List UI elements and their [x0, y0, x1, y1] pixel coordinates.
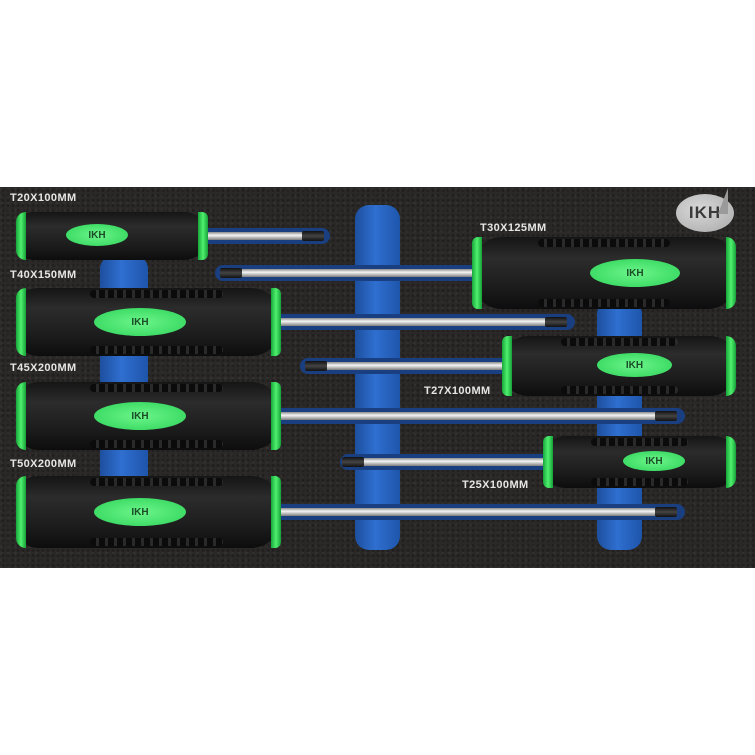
label-t40: T40X150MM [10, 269, 77, 281]
label-t45: T45X200MM [10, 362, 77, 374]
handle-badge: IKH [590, 259, 680, 287]
handle-badge: IKH [94, 498, 186, 526]
label-t30: T30X125MM [480, 222, 547, 234]
label-t50: T50X200MM [10, 458, 77, 470]
handle-badge: IKH [597, 353, 672, 377]
label-t20: T20X100MM [10, 192, 77, 204]
support-rail-center [355, 205, 400, 550]
logo-text: IKH [688, 203, 722, 222]
brand-logo: IKH [676, 188, 734, 232]
handle-badge: IKH [94, 308, 186, 336]
label-t27: T27X100MM [424, 385, 491, 397]
handle-badge: IKH [623, 451, 685, 471]
logo-flag-icon [718, 188, 728, 214]
handle-badge: IKH [66, 224, 128, 246]
label-t25: T25X100MM [462, 479, 529, 491]
handle-badge: IKH [94, 402, 186, 430]
